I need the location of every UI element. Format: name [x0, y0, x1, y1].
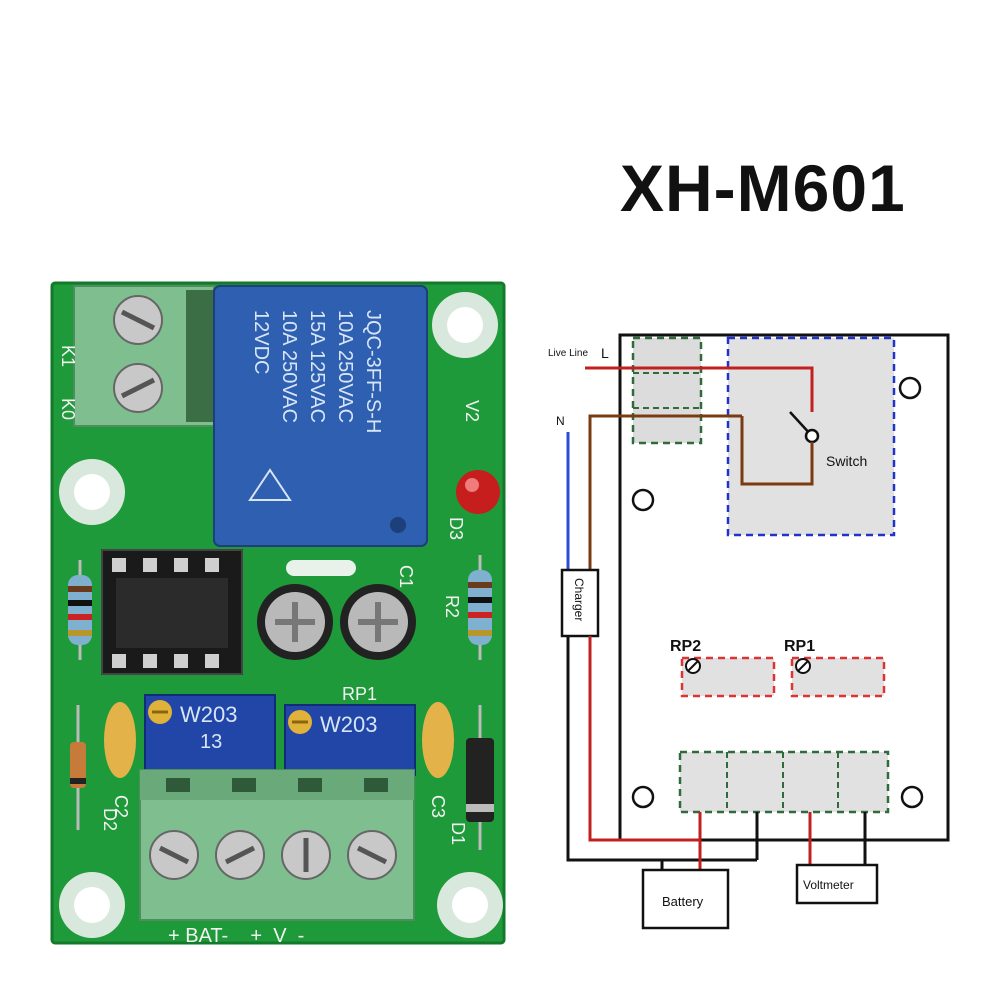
- relay-text-1: 12VDC: [250, 310, 272, 374]
- silkscreen-oval: [286, 560, 356, 576]
- diagram-bottom-terminals: [678, 750, 890, 814]
- diagram-battery-label: Battery: [662, 894, 704, 909]
- diagram-switch-label: Switch: [826, 453, 867, 469]
- relay-text-2: 10A 250VAC: [278, 310, 300, 423]
- mounting-hole-bottom-left: [59, 872, 125, 938]
- wire-charger-pos: [588, 636, 702, 842]
- diagram-charger-box: [560, 568, 600, 638]
- relay: 12VDC 10A 250VAC 15A 125VAC 10A 250VAC J…: [213, 285, 428, 547]
- warning-triangle-icon: [248, 468, 292, 501]
- capacitor-electrolytic-c1: [340, 584, 416, 660]
- diagram-battery-box: [641, 868, 730, 930]
- wiring-diagram: Switch RP2 RP1 Live Line L: [548, 333, 950, 930]
- resistor-left: [68, 560, 92, 660]
- diagram-neutral-label: N: [556, 414, 565, 428]
- label-c2: C2: [111, 795, 131, 818]
- relay-text-5: JQC-3FF-S-H: [362, 310, 384, 433]
- label-d3: D3: [446, 517, 466, 540]
- diagram-voltmeter-label: Voltmeter: [803, 878, 854, 892]
- diagram-rp1: RP1: [784, 638, 886, 698]
- led-d3: [456, 470, 500, 514]
- capacitor-c2: [104, 702, 136, 778]
- mounting-hole-bottom-right: [437, 872, 503, 938]
- diagram-rp2: RP2: [670, 638, 776, 698]
- diode-d2: [70, 705, 86, 830]
- diode-d1: [466, 705, 494, 850]
- trimmer-rp2: W203 13: [144, 694, 276, 771]
- trimmer-rp2-sub: 13: [200, 731, 222, 753]
- trimmer-rp1: W203: [284, 704, 416, 776]
- label-d2: D2: [100, 808, 120, 831]
- ic-chip: [101, 549, 243, 675]
- relay-text-4: 10A 250VAC: [334, 310, 356, 423]
- relay-output-terminal: [73, 285, 215, 427]
- wire-switch-out: [740, 416, 814, 486]
- diagram-switch-pivot: [804, 428, 820, 444]
- product-title: XH-M601: [620, 151, 906, 225]
- diagram-voltmeter-box: [795, 863, 879, 905]
- diagram-rp1-label: RP1: [784, 638, 815, 655]
- diagram-charger-label: Charger: [572, 578, 586, 621]
- label-rp1: RP1: [342, 684, 377, 704]
- battery-voltage-terminal: [139, 769, 415, 921]
- capacitor-c3: [422, 702, 454, 778]
- diagram-rp2-label: RP2: [670, 638, 701, 655]
- wire-charger-neg: [566, 636, 757, 862]
- resistor-r2: [468, 555, 492, 660]
- label-c1: C1: [396, 565, 416, 588]
- capacitor-electrolytic-1: [257, 584, 333, 660]
- diagram-hole-4: [900, 785, 924, 809]
- trimmer-rp2-code: W203: [180, 702, 237, 727]
- mounting-hole-top-right: [432, 292, 498, 358]
- label-d1: D1: [448, 822, 468, 845]
- diagram-hole-1: [898, 376, 922, 400]
- diagram-hole-2: [631, 488, 655, 512]
- label-r2: R2: [442, 595, 462, 618]
- wire-brown: [588, 414, 742, 570]
- diagram-hole-3: [631, 785, 655, 809]
- label-k0: K0: [58, 398, 78, 420]
- wire-live: [585, 366, 814, 412]
- label-c3: C3: [428, 795, 448, 818]
- relay-text-3: 15A 125VAC: [306, 310, 328, 423]
- diagram-live-letter: L: [601, 345, 609, 361]
- pcb-board: K1 K0 12VDC 10A 250VAC 15A 125VAC 10A 25…: [50, 281, 506, 947]
- label-bat-v: + BAT- + V -: [168, 925, 304, 947]
- label-k1: K1: [58, 345, 78, 367]
- trimmer-rp1-code: W203: [320, 712, 377, 737]
- diagram-relay-terminal: [631, 336, 703, 445]
- diagram-live-line-label: Live Line: [548, 348, 588, 359]
- label-v2: V2: [462, 400, 482, 422]
- mounting-hole-left: [59, 459, 125, 525]
